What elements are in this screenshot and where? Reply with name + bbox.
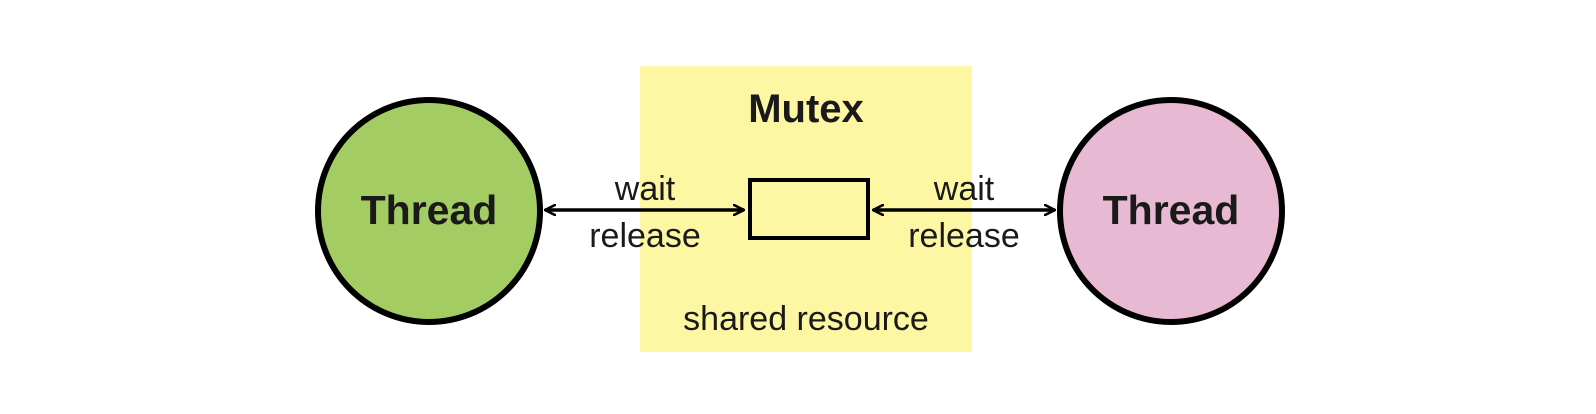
right-wait-label: wait — [933, 170, 995, 208]
right-release-label: release — [908, 217, 1020, 255]
left-thread-node — [315, 97, 543, 325]
right-thread-label: Thread — [1103, 187, 1240, 233]
mutex-title: Mutex — [748, 87, 864, 131]
shared-resource-label: shared resource — [683, 300, 929, 338]
shared-resource-box — [748, 178, 870, 240]
left-wait-label: wait — [614, 170, 676, 208]
left-release-label: release — [589, 217, 701, 255]
right-thread-node — [1057, 97, 1285, 325]
left-thread-label: Thread — [361, 187, 498, 233]
